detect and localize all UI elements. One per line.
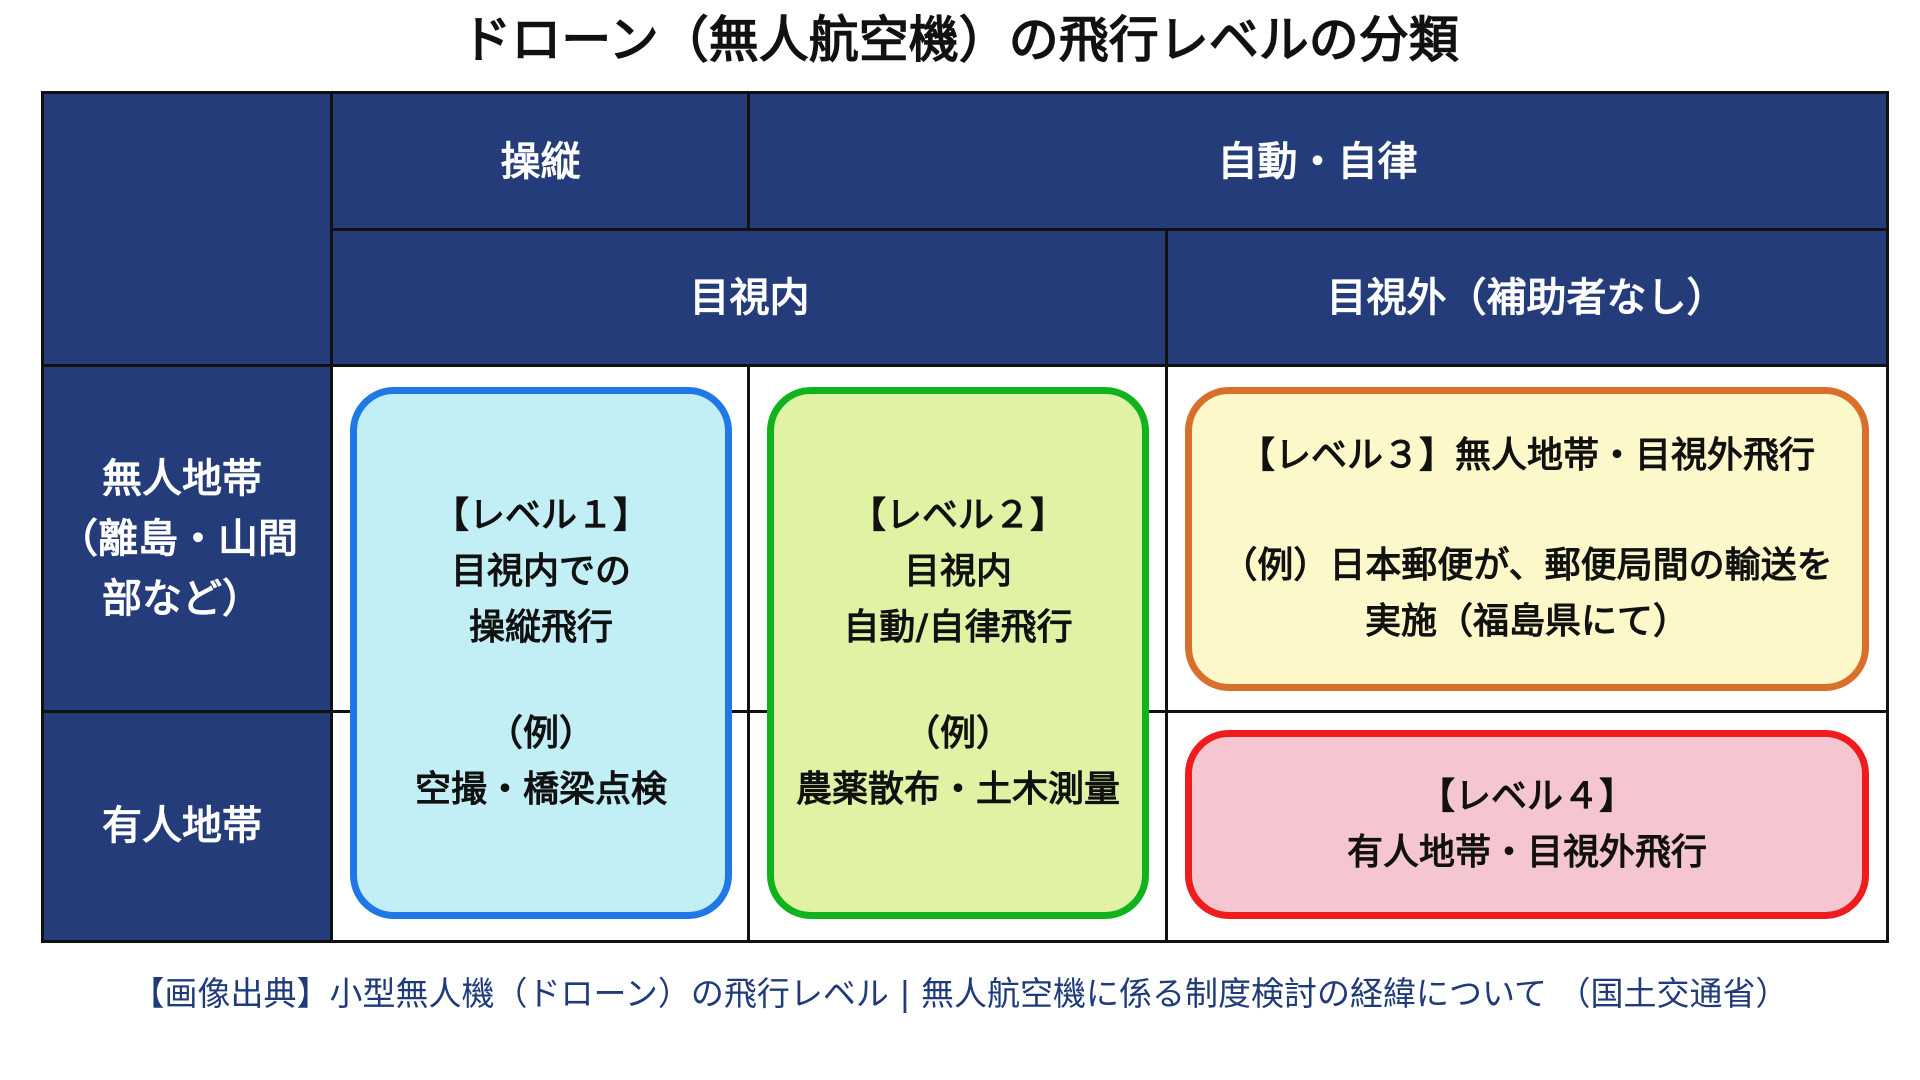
grid-line-v1 (330, 94, 333, 940)
col-header-auto-label: 自動・自律 (1217, 139, 1418, 185)
row-header-unpopulated-line2: （離島・山間 (58, 516, 298, 562)
level-2-line2: 自動/自律飛行 (843, 607, 1073, 648)
level-2-label: 【レベル２】 (849, 495, 1066, 536)
grid-line-v2 (747, 94, 750, 230)
grid-line-h2 (44, 364, 1886, 367)
level-2-example: 農薬散布・土木測量 (795, 769, 1120, 810)
grid-line-v4 (1165, 230, 1168, 940)
level-1-box: 【レベル１】 目視内での 操縦飛行 （例） 空撮・橋梁点検 (350, 387, 732, 919)
col-header-beyond: 目視外（補助者なし） (1167, 230, 1886, 366)
row-header-populated: 有人地帯 (44, 712, 332, 940)
level-3-box: 【レベル３】無人地帯・目視外飛行 （例）日本郵便が、郵便局間の輸送を 実施（福島… (1185, 387, 1869, 691)
grid-line-v3 (747, 366, 750, 940)
diagram-title: ドローン（無人航空機）の飛行レベルの分類 (461, 11, 1459, 69)
row-header-unpopulated: 無人地帯 （離島・山間 部など） (44, 366, 332, 712)
level-3-label: 【レベル３】無人地帯・目視外飛行 (1238, 435, 1815, 476)
col-header-beyond-label: 目視外（補助者なし） (1326, 275, 1727, 321)
level-4-box: 【レベル４】 有人地帯・目視外飛行 (1185, 730, 1869, 919)
row-header-unpopulated-line1: 無人地帯 (102, 456, 262, 502)
level-3-example-line2: 実施（福島県にて） (1364, 601, 1689, 642)
level-1-line2: 操縦飛行 (468, 607, 613, 648)
row-header-unpopulated-line3: 部など） (102, 576, 262, 622)
level-1-label: 【レベル１】 (432, 495, 649, 536)
col-header-visual: 目視内 (332, 230, 1167, 366)
col-header-manual-label: 操縦 (500, 139, 581, 185)
col-header-manual: 操縦 (332, 94, 749, 230)
col-header-auto: 自動・自律 (749, 94, 1886, 230)
level-1-example: 空撮・橋梁点検 (414, 769, 667, 810)
level-4-line1: 有人地帯・目視外飛行 (1346, 831, 1707, 873)
grid-line-h1 (332, 228, 1886, 231)
row-header-populated-label: 有人地帯 (102, 803, 262, 849)
level-4-label: 【レベル４】 (1418, 775, 1635, 817)
flight-level-table: 操縦 自動・自律 目視内 目視外（補助者なし） 無人地帯 （離島・山間 部など）… (41, 91, 1889, 943)
image-source-credit: 【画像出典】小型無人機（ドローン）の飛行レベル | 無人航空機に係る制度検討の経… (131, 974, 1789, 1013)
corner-cell (44, 94, 332, 366)
level-3-example-line1: （例）日本郵便が、郵便局間の輸送を (1221, 545, 1833, 586)
level-1-line1: 目視内での (450, 551, 631, 592)
level-1-example-label: （例） (486, 713, 595, 754)
level-2-line1: 目視内 (903, 551, 1012, 592)
level-2-box: 【レベル２】 目視内 自動/自律飛行 （例） 農薬散布・土木測量 (767, 387, 1149, 919)
col-header-visual-label: 目視内 (689, 275, 810, 321)
level-2-example-label: （例） (903, 713, 1012, 754)
